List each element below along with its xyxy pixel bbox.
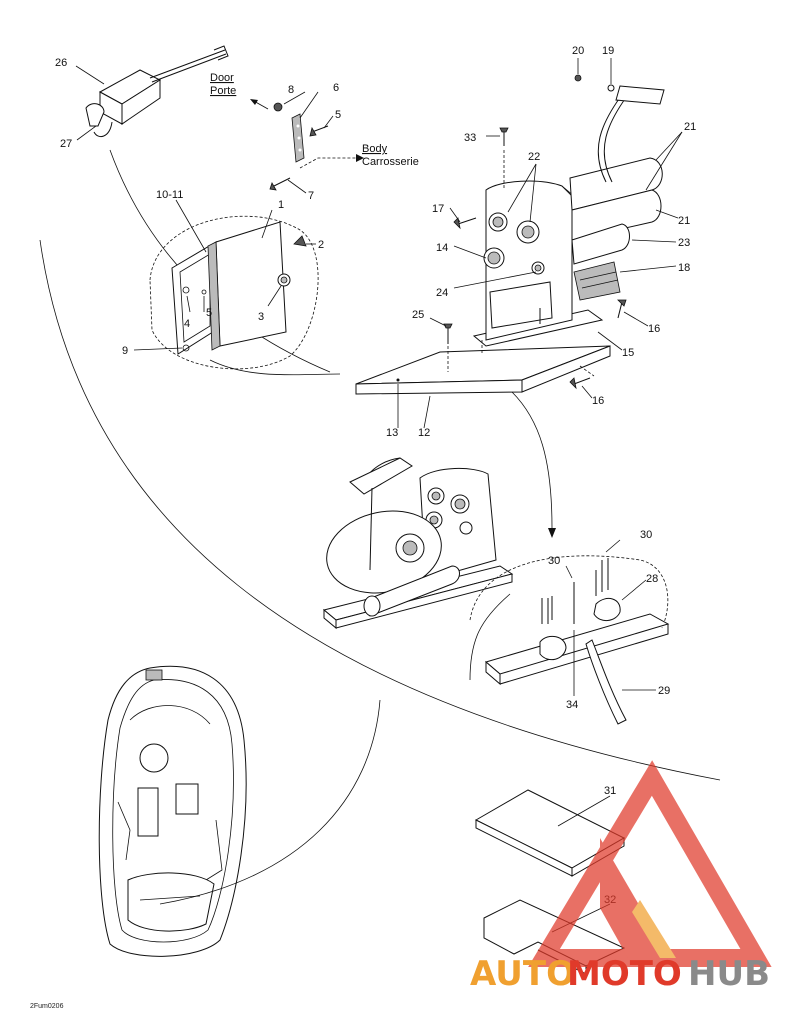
section-arc-main [39,239,721,781]
callout-16-lower: 16 [592,395,604,407]
callout-7: 7 [308,190,314,202]
callout-21-top: 21 [684,121,696,133]
annotation-body: Body [362,143,388,155]
arrow-to-door [250,99,258,105]
callout-15: 15 [622,347,634,359]
callout-31: 31 [604,785,616,797]
callout-13: 13 [386,427,398,439]
door-detail-circle [149,215,319,370]
annotation-door: Door [210,72,234,84]
callout-33: 33 [464,132,476,144]
callout-8: 8 [288,84,294,96]
callout-5-hinge: 5 [335,109,341,121]
watermark-logo [528,760,772,967]
figure-code: 2Fum0206 [30,1003,64,1010]
callout-28: 28 [646,573,658,585]
annotation-porte: Porte [210,85,236,97]
callout-10-11: 10-11 [156,189,183,201]
callout-34: 34 [566,699,578,711]
callout-23: 23 [678,237,690,249]
callout-30-left: 30 [548,555,560,567]
callout-19: 19 [602,45,614,57]
callout-14: 14 [436,242,448,254]
callout-16-upper: 16 [648,323,660,335]
callout-9: 9 [122,345,128,357]
callout-3: 3 [258,311,264,323]
callout-30-right: 30 [640,529,652,541]
callout-1: 1 [278,199,284,211]
arrow-to-body [356,154,364,162]
mount-detail [484,558,670,725]
mount-detail-circle [469,555,669,629]
callout-5-door: 5 [206,307,212,319]
watermark-text-auto: AUTO [470,954,575,994]
storage-door [171,221,307,355]
callout-12: 12 [418,427,430,439]
callout-29: 29 [658,685,670,697]
callout-18: 18 [678,262,690,274]
support-assembly [355,74,665,395]
callout-21-lower: 21 [678,215,690,227]
callout-22: 22 [528,151,540,163]
latch-assembly [85,45,229,138]
callout-4: 4 [184,318,190,330]
hull-top-view [98,665,247,957]
callout-24: 24 [436,287,448,299]
watermark-text-hub: HUB [688,954,770,994]
callout-25: 25 [412,309,424,321]
callout-17: 17 [432,203,444,215]
callout-6: 6 [333,82,339,94]
callout-26: 26 [55,57,67,69]
watermark-text-moto: MOTO [567,954,682,994]
watermark-stripe [632,900,676,958]
callout-20: 20 [572,45,584,57]
hinge-hardware [269,102,329,191]
callout-2: 2 [318,239,324,251]
annotation-carrosserie: Carrosserie [362,156,419,168]
arrow-to-mount-detail [548,528,556,538]
callout-27: 27 [60,138,72,150]
assembled-view [322,457,514,630]
